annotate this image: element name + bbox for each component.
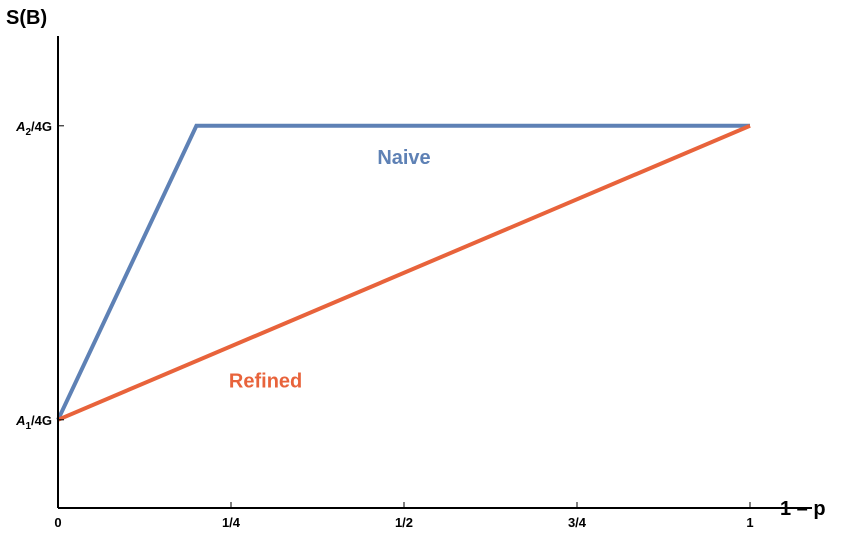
x-tick-label: 1/2 — [395, 515, 413, 530]
series-label-refined: Refined — [229, 370, 302, 392]
axes-layer — [57, 36, 812, 509]
y-tick-label-rest: /4G — [31, 119, 52, 134]
y-tick-label: A2/4G — [15, 119, 52, 138]
y-tick-label-main: A — [15, 119, 25, 134]
x-tick-label: 1 — [746, 515, 753, 530]
y-axis-title: S(B) — [6, 7, 47, 29]
x-tick-label: 3/4 — [568, 515, 587, 530]
series-label-naive: Naive — [377, 147, 430, 169]
y-tick-label-subscript: 1 — [25, 421, 31, 432]
series-line-refined — [57, 123, 751, 422]
y-tick-label-rest: /4G — [31, 413, 52, 428]
y-tick-label-main: A — [15, 413, 25, 428]
x-tick-label: 1/4 — [222, 515, 241, 530]
x-tick-label: 0 — [54, 515, 61, 530]
y-tick-label: A1/4G — [15, 413, 52, 432]
x-axis-title: 1 – p — [780, 498, 826, 520]
series-line-naive — [56, 123, 750, 421]
y-tick-label-subscript: 2 — [25, 127, 31, 138]
